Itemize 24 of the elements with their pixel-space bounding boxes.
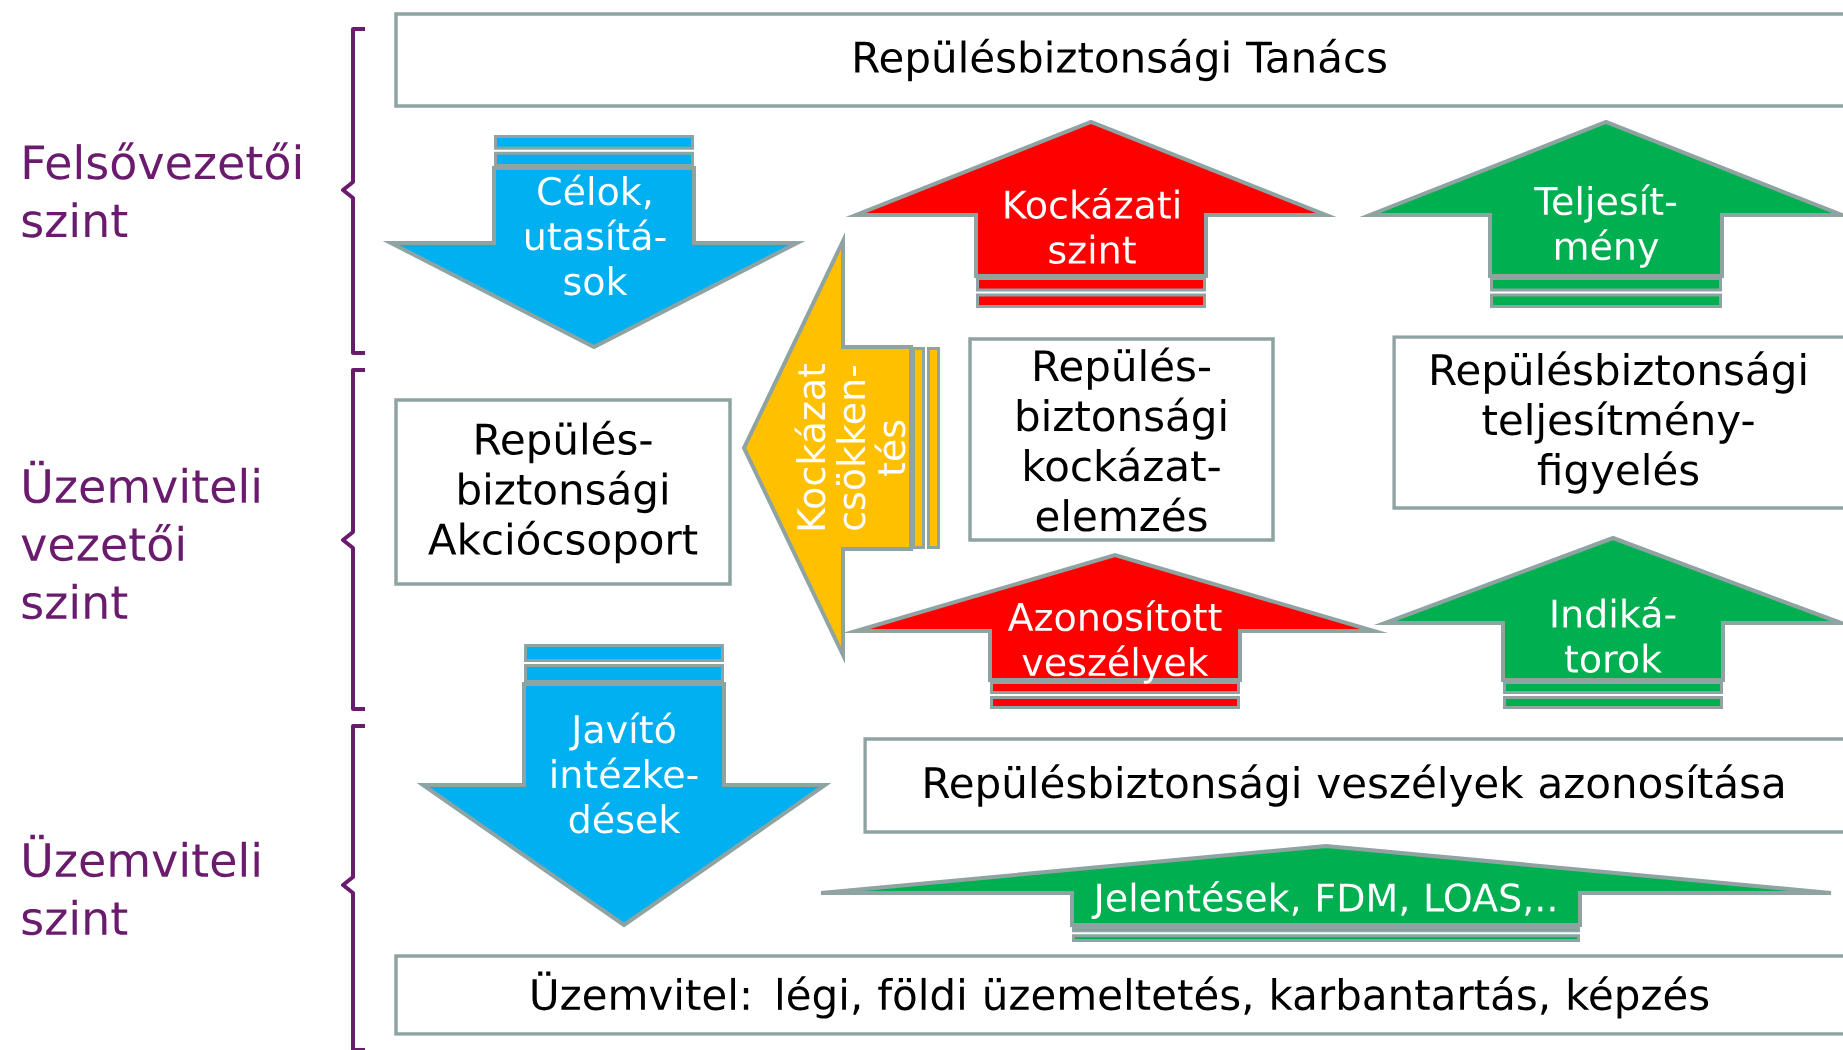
edge-label: Kockázati szint bbox=[1005, 188, 1179, 264]
block-arrow bbox=[741, 232, 940, 664]
edge-label: Kockázat csökken- tés bbox=[794, 363, 906, 530]
block-arrow bbox=[1359, 119, 1843, 308]
block-arrow bbox=[819, 844, 1833, 942]
edge-label: Teljesít- mény bbox=[1534, 184, 1676, 268]
text-box: Repülésbiztonsági Tanács bbox=[394, 12, 1843, 108]
text-box: Repülés- biztonsági kockázat- elemzés bbox=[968, 337, 1275, 542]
edge-label: Jelentések, FDM, LOAS,.. bbox=[1091, 881, 1555, 919]
edge-label: Célok, utasítá- sok bbox=[526, 174, 666, 296]
text-box: Repülés- biztonsági Akciócsoport bbox=[394, 398, 732, 586]
level-label: Üzemviteli vezetői szint bbox=[21, 460, 259, 620]
edge-label: Azonosított veszélyek bbox=[1007, 600, 1222, 684]
block-arrow bbox=[382, 135, 806, 350]
text-box: Repülésbiztonsági teljesítmény- figyelés bbox=[1392, 335, 1843, 510]
block-arrow bbox=[1373, 535, 1843, 709]
level-label: Felsővezetői szint bbox=[22, 142, 300, 238]
block-arrow bbox=[845, 119, 1337, 308]
edge-label: Indiká- torok bbox=[1552, 597, 1676, 673]
level-label: Üzemviteli szint bbox=[22, 834, 259, 936]
edge-label: Javító intézke- dések bbox=[552, 712, 698, 834]
text-box: Üzemvitel: légi, földi üzemeltetés, karbantartás, képzés bbox=[394, 954, 1843, 1036]
block-arrow bbox=[416, 644, 832, 928]
text-box: Repülésbiztonsági veszélyek azonosítása bbox=[863, 737, 1843, 834]
